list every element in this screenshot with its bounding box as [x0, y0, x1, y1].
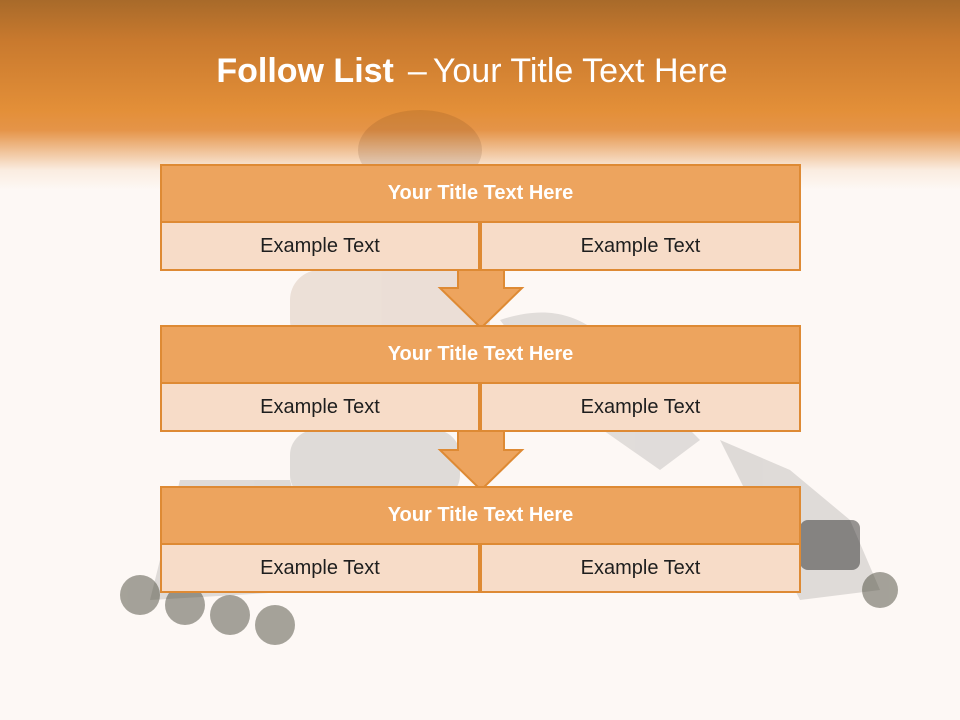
slide-title-bold: Follow List [216, 52, 394, 90]
block-cell-right: Example Text [480, 543, 801, 593]
block-cell-left: Example Text [160, 543, 480, 593]
down-arrow-icon [437, 429, 525, 492]
slide-title-dash: – [407, 52, 427, 90]
slide-title-rest: Your Title Text Here [432, 52, 728, 90]
down-arrow-icon [437, 267, 525, 330]
block-cell-left: Example Text [160, 221, 480, 271]
list-block-3: Your Title Text Here Example Text Exampl… [160, 486, 801, 593]
block-title: Your Title Text Here [160, 486, 801, 545]
slide-title: Follow List–Your Title Text Here [0, 52, 944, 91]
header-band [0, 0, 960, 190]
block-title: Your Title Text Here [160, 164, 801, 223]
block-cell-right: Example Text [480, 221, 801, 271]
block-cell-right: Example Text [480, 382, 801, 432]
block-cell-left: Example Text [160, 382, 480, 432]
list-block-2: Your Title Text Here Example Text Exampl… [160, 325, 801, 432]
block-title: Your Title Text Here [160, 325, 801, 384]
list-block-1: Your Title Text Here Example Text Exampl… [160, 164, 801, 271]
